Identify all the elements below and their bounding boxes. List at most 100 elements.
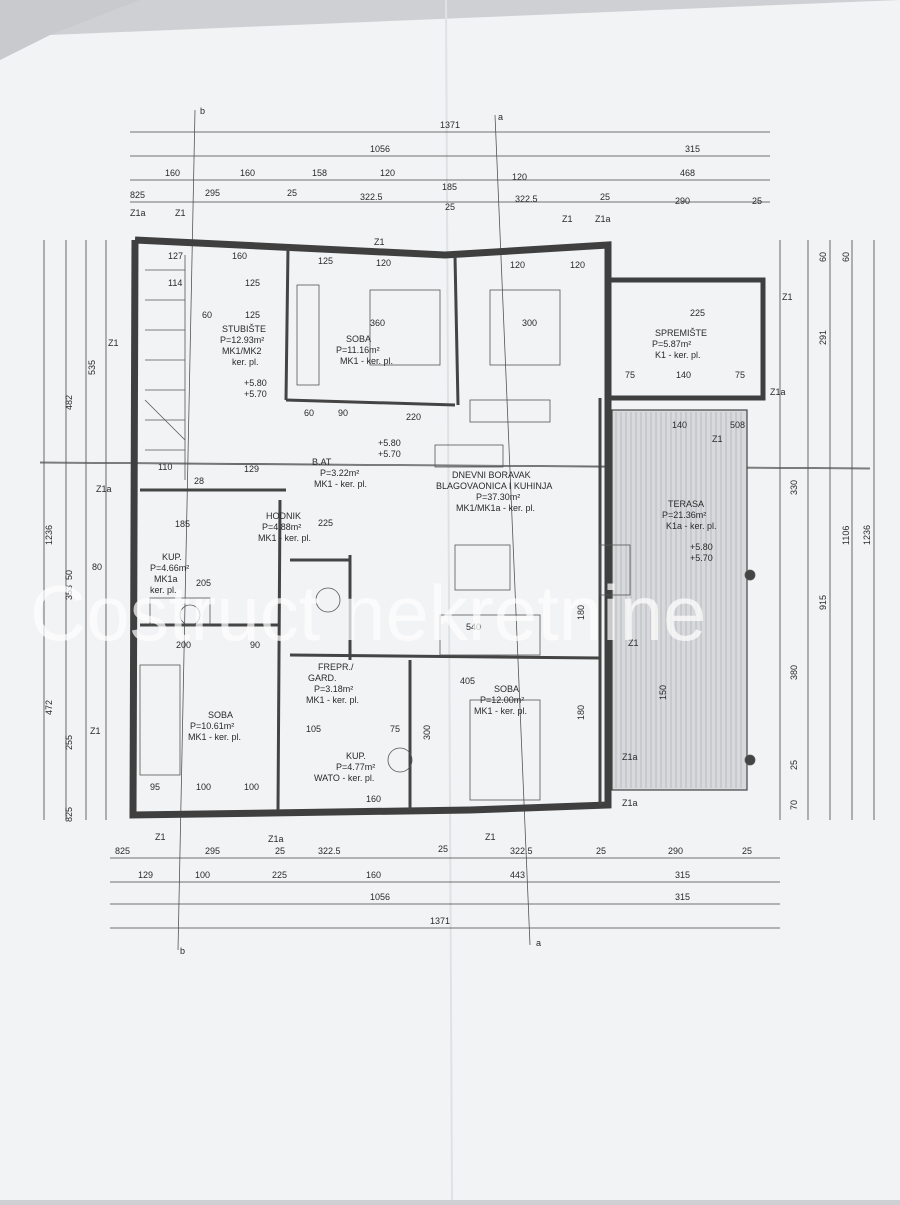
room-area: P=4.88m²	[262, 522, 301, 532]
dim-bot-r2-0: 129	[138, 870, 153, 880]
dim-top-r4-2: 25	[287, 188, 297, 198]
room-finish: MK1 - ker. pl.	[474, 706, 527, 716]
dim-left-2: 1236	[44, 525, 54, 545]
inner-dim: 360	[370, 318, 385, 328]
inner-dim: 205	[196, 578, 211, 588]
inner-dim: 405	[460, 676, 475, 686]
room-finish: MK1 - ker. pl.	[188, 732, 241, 742]
dim-top-total: 1371	[440, 120, 460, 130]
dim-bot-r3-1: 315	[675, 892, 690, 902]
room-terasa: TERASA P=21.36m² K1a - ker. pl.	[662, 499, 717, 531]
wall-tags: Z1a Z1 Z1 Z1a Z1 Z1 Z1a Z1 Z1a Z1 Z1a Z1…	[90, 208, 793, 844]
inner-dim: 90	[250, 640, 260, 650]
dim-left-8: 825	[64, 807, 74, 822]
dim-bot-r2-5: 315	[675, 870, 690, 880]
room-soba-bottom-right: SOBA P=12.00m² MK1 - ker. pl.	[474, 684, 527, 716]
level-lower: +5.70	[378, 449, 401, 459]
wall-tag: Z1	[175, 208, 186, 218]
room-finish: WATO - ker. pl.	[314, 773, 374, 783]
stair-flight	[144, 255, 186, 480]
room-name: DNEVNI BORAVAK	[452, 470, 531, 480]
dim-bot-r1-7: 290	[668, 846, 683, 856]
inner-dim: 90	[338, 408, 348, 418]
inner-dim: 125	[245, 310, 260, 320]
dim-right-0: 60	[818, 252, 828, 262]
inner-dim: 127	[168, 251, 183, 261]
inner-dim: 100	[196, 782, 211, 792]
terrace-hatch-lines	[615, 412, 742, 788]
wall-tag: Z1	[782, 292, 793, 302]
wall-tag: Z1	[155, 832, 166, 842]
room-name: KUP.	[346, 751, 366, 761]
room-area: P=10.61m²	[190, 721, 234, 731]
inner-dim: 120	[510, 260, 525, 270]
room-name: SPREMIŠTE	[655, 328, 707, 338]
section-markers: b b a a	[180, 106, 541, 956]
paper-shadow	[0, 0, 140, 60]
dim-bot-r1-3: 322.5	[318, 846, 341, 856]
inner-dim: 120	[570, 260, 585, 270]
room-soba-bottom-left: SOBA P=10.61m² MK1 - ker. pl.	[188, 710, 241, 742]
room-finish: MK1 - ker. pl.	[314, 479, 367, 489]
room-bat: B.AT P=3.22m² MK1 - ker. pl.	[312, 457, 367, 489]
dim-right-1: 60	[841, 252, 851, 262]
paper-fold	[445, 0, 453, 1201]
dim-bot-r2-1: 100	[195, 870, 210, 880]
dim-top-r4-0: 825	[130, 190, 145, 200]
inner-dim: 100	[244, 782, 259, 792]
dim-bot-r1-5: 322.5	[510, 846, 533, 856]
dim-top-1056: 1056	[370, 144, 390, 154]
dim-top-r3-2: 158	[312, 168, 327, 178]
room-name: FREPR./	[318, 662, 354, 672]
inner-dim: 125	[245, 278, 260, 288]
room-finish: MK1 - ker. pl.	[340, 356, 393, 366]
dim-left-3: 80	[92, 562, 102, 572]
dim-top-r4-1: 295	[205, 188, 220, 198]
inner-dim: 28	[194, 476, 204, 486]
dim-left-7: 255	[64, 735, 74, 750]
inner-dim: 185	[175, 519, 190, 529]
dim-top-r3-3: 120	[380, 168, 395, 178]
inner-dim: 225	[690, 308, 705, 318]
inner-dim: 150	[658, 685, 668, 700]
level-markers: +5.80 +5.70 +5.80 +5.70 +5.80 +5.70	[244, 378, 713, 563]
right-dimension-lines	[779, 240, 875, 820]
room-stubiste: STUBIŠTE P=12.93m² MK1/MK2 ker. pl.	[220, 324, 266, 367]
inner-dim: 75	[735, 370, 745, 380]
inner-dim: 60	[304, 408, 314, 418]
wall-tag: Z1	[562, 214, 573, 224]
top-dimension-lines	[130, 131, 770, 203]
dim-bot-r2-3: 160	[366, 870, 381, 880]
room-area: P=4.66m²	[150, 563, 189, 573]
bottom-dimensions: 825 295 25 322.5 25 322.5 25 290 25 129 …	[115, 844, 752, 926]
inner-dim: 95	[150, 782, 160, 792]
inner-dim: 105	[306, 724, 321, 734]
room-finish: MK1 - ker. pl.	[258, 533, 311, 543]
room-area: P=12.00m²	[480, 695, 524, 705]
dim-top-r4-3: 322.5	[360, 192, 383, 202]
inner-dim: 140	[672, 420, 687, 430]
room-soba-top: SOBA P=11.16m² MK1 - ker. pl.	[336, 334, 393, 366]
furniture-outlines	[139, 284, 756, 801]
dim-top-r3-5: 120	[512, 172, 527, 182]
bottom-dimension-lines	[110, 857, 780, 929]
room-name: SOBA	[494, 684, 519, 694]
dim-top-r3-4: 185	[442, 182, 457, 192]
room-name: B.AT	[312, 457, 332, 467]
room-area: P=3.22m²	[320, 468, 359, 478]
wall-tag: Z1	[712, 434, 723, 444]
room-spremiste: SPREMIŠTE P=5.87m² K1 - ker. pl.	[652, 328, 707, 360]
inner-dimensions: 127 114 60 125 125 125 160 120 120 120 3…	[150, 251, 745, 804]
watermark: Costruct nekretnine	[30, 569, 706, 657]
dim-top-r4-7: 290	[675, 196, 690, 206]
inner-dim: 220	[406, 412, 421, 422]
room-labels: STUBIŠTE P=12.93m² MK1/MK2 ker. pl. SOBA…	[150, 324, 717, 783]
wall-tag: Z1	[374, 237, 385, 247]
room-area: P=5.87m²	[652, 339, 691, 349]
inner-dim: 60	[202, 310, 212, 320]
dim-bot-r1-2: 25	[275, 846, 285, 856]
dim-bot-r1-4: 25	[438, 844, 448, 854]
dim-right-7: 380	[789, 665, 799, 680]
